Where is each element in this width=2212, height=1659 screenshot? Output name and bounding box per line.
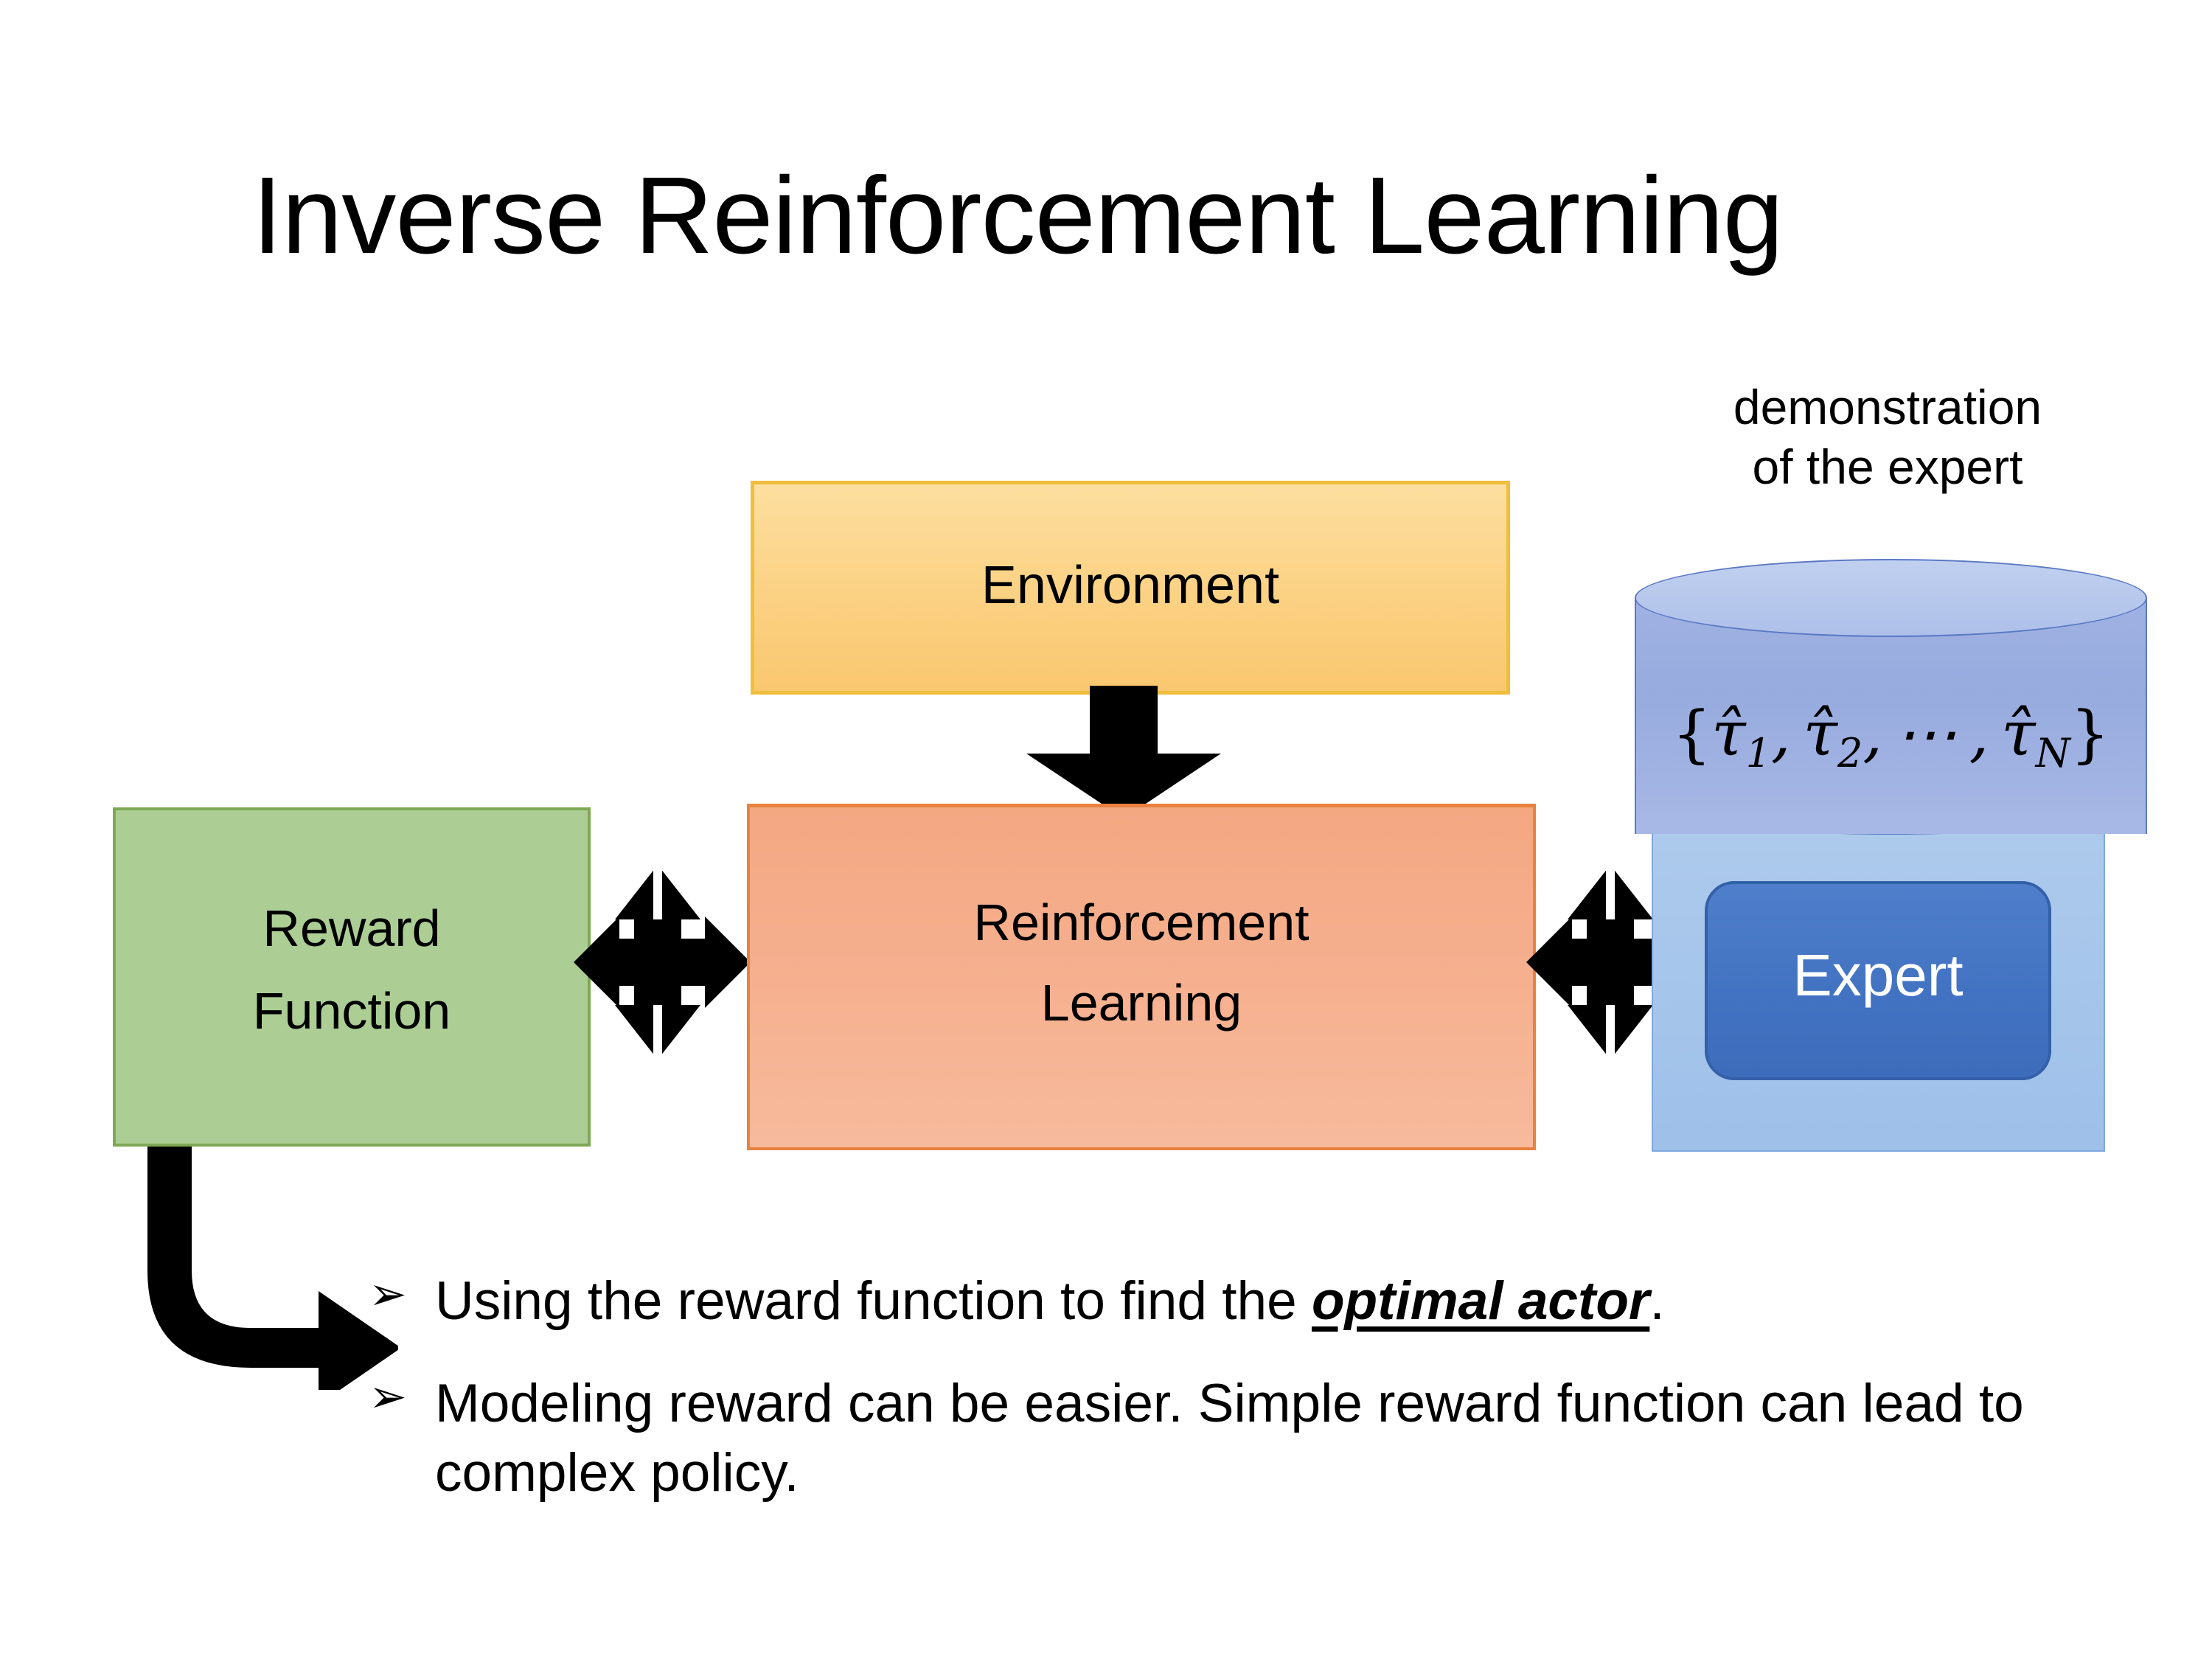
page-title: Inverse Reinforcement Learning xyxy=(251,155,1784,276)
bullet-list: ➢ Using the reward function to find the o… xyxy=(369,1267,2101,1507)
reward-function-box-label: Reward Function xyxy=(116,887,588,1052)
formula-tau-1: τ̂1 xyxy=(1711,698,1772,777)
formula-open-brace: { xyxy=(1672,698,1712,770)
demonstration-caption-line-2: of the expert xyxy=(1752,439,2023,494)
formula-ellipsis: , ⋯ , xyxy=(1863,698,2002,770)
list-item: ➢ Using the reward function to find the o… xyxy=(369,1267,2101,1335)
reward-function-box[interactable]: Reward Function xyxy=(113,807,591,1147)
demonstration-caption-line-1: demonstration xyxy=(1733,380,2042,434)
bullet-1-emphasis: optimal actor xyxy=(1311,1271,1650,1331)
trajectory-set-formula: {τ̂1, τ̂2, ⋯ , τ̂N} xyxy=(1635,698,2147,776)
reinforcement-learning-box-label: Reinforcement Learning xyxy=(750,883,1533,1043)
bullet-2-text: Modeling reward can be easier. Simple re… xyxy=(435,1374,2024,1503)
elbow-arrow-icon xyxy=(147,1147,398,1390)
demonstration-cylinder: {τ̂1, τ̂2, ⋯ , τ̂N} xyxy=(1635,559,2147,850)
four-way-arrow-icon xyxy=(574,865,751,1060)
expert-box-label: Expert xyxy=(1792,942,1964,1008)
reinforcement-learning-box[interactable]: Reinforcement Learning xyxy=(747,804,1536,1150)
environment-box-label: Environment xyxy=(981,556,1280,615)
list-item: ➢ Modeling reward can be easier. Simple r… xyxy=(369,1369,2101,1507)
reward-function-label-line-2: Function xyxy=(252,982,451,1040)
cylinder-top-ellipse xyxy=(1635,559,2147,637)
formula-comma-1: , xyxy=(1771,698,1804,770)
rl-label-line-1: Reinforcement xyxy=(973,894,1310,951)
reward-function-label-line-1: Reward xyxy=(262,900,441,957)
bullet-1-text: Using the reward function to find the xyxy=(435,1271,1312,1331)
expert-box[interactable]: Expert xyxy=(1705,881,2051,1080)
down-arrow-icon xyxy=(1026,686,1221,818)
formula-close-brace: } xyxy=(2070,698,2110,770)
bullet-1-suffix: . xyxy=(1649,1271,1665,1331)
cylinder-body xyxy=(1635,598,2147,834)
bullet-marker-icon: ➢ xyxy=(369,1269,407,1320)
formula-tau-n: τ̂N xyxy=(2001,698,2070,777)
demonstration-caption: demonstration of the expert xyxy=(1644,378,2131,496)
rl-label-line-2: Learning xyxy=(1040,973,1242,1032)
bullet-marker-icon: ➢ xyxy=(369,1371,407,1423)
formula-tau-2: τ̂2 xyxy=(1803,698,1863,777)
environment-box[interactable]: Environment xyxy=(751,481,1510,695)
